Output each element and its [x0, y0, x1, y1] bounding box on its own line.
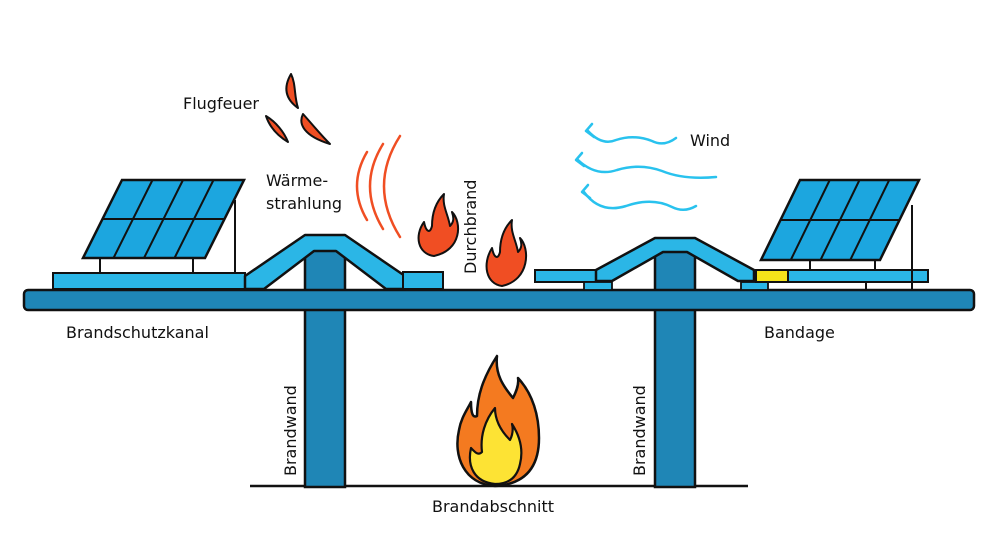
firewall-right	[653, 243, 697, 489]
wind-lines	[574, 122, 718, 211]
label-wind: Wind	[690, 131, 730, 150]
flying-embers	[265, 73, 331, 145]
burn-through-flame-2	[485, 219, 527, 287]
solar-panel-left	[52, 178, 247, 290]
heat-radiation-arcs	[355, 134, 402, 239]
label-brandwand-right: Brandwand	[630, 385, 649, 476]
label-durchbrand: Durchbrand	[461, 180, 480, 274]
label-bandage: Bandage	[764, 323, 835, 342]
label-waermestrahlung-2: strahlung	[266, 194, 342, 213]
label-brandwand-left: Brandwand	[281, 385, 300, 476]
compartment-fire	[456, 354, 541, 488]
fire-protection-channel-right	[534, 236, 789, 291]
label-brandschutzkanal: Brandschutzkanal	[66, 323, 209, 342]
label-brandabschnitt: Brandabschnitt	[432, 497, 554, 516]
burn-through-flame-1	[417, 193, 459, 257]
label-waermestrahlung-1: Wärme-	[266, 171, 328, 190]
label-flugfeuer: Flugfeuer	[183, 94, 259, 113]
fire-protection-channel-left	[243, 233, 444, 291]
bandage-strip	[755, 269, 789, 283]
roof-slab	[22, 288, 976, 312]
firewall-left	[303, 243, 347, 489]
